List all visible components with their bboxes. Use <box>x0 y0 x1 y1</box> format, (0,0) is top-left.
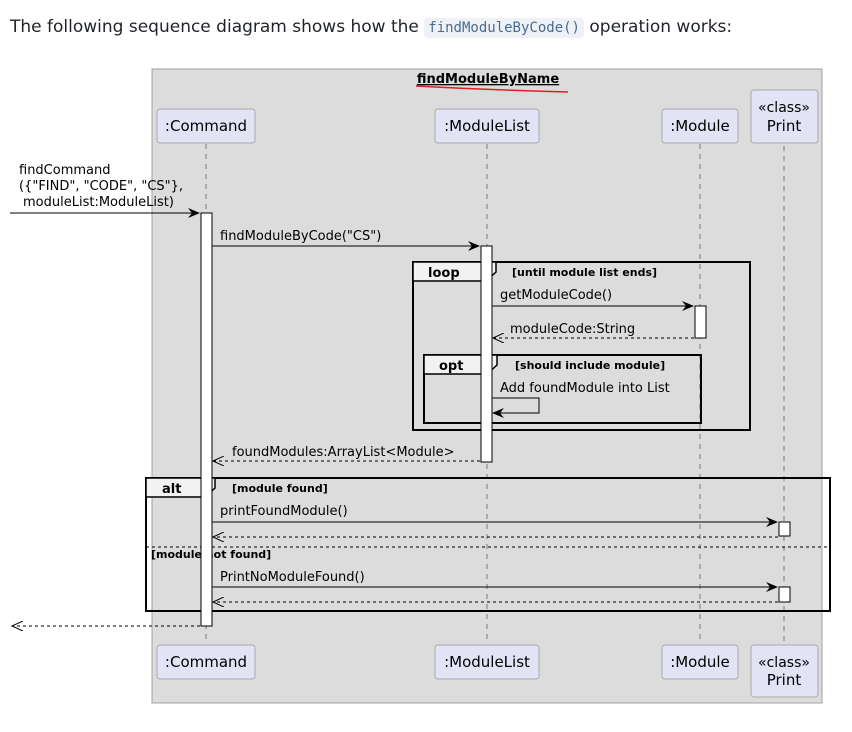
find-by-code-label: findModuleByCode("CS") <box>220 229 381 244</box>
get-module-code-label: getModuleCode() <box>500 288 612 303</box>
participant-print-bottom: «class» Print <box>750 644 819 698</box>
module-code-return-label: moduleCode:String <box>510 322 635 337</box>
participant-module-label: :Module <box>670 117 730 135</box>
print-found-module-label: printFoundModule() <box>220 504 348 519</box>
participant-print-bottom-stereotype: «class» <box>758 655 810 671</box>
participant-modulelist-bottom-label: :ModuleList <box>444 653 530 671</box>
intro-text-after: operation works: <box>583 17 733 37</box>
activation-modulelist <box>480 245 493 463</box>
message-add-found-module: Add foundModule into List <box>492 381 670 418</box>
message-incoming-findcommand: findCommand ({"FIND", "CODE", "CS"}, mod… <box>10 163 200 218</box>
participant-modulelist-bottom: :ModuleList <box>434 644 540 680</box>
participant-module-top: :Module <box>661 108 739 144</box>
opt-label: opt <box>439 359 463 374</box>
participant-print-top: «class» Print <box>750 89 819 144</box>
message-module-code-return: moduleCode:String <box>493 322 694 338</box>
participant-module-bottom: :Module <box>661 644 739 680</box>
found-modules-return-label: foundModules:ArrayList<Module> <box>232 445 454 460</box>
loop-guard: [until module list ends] <box>512 266 657 279</box>
intro-inline-code: findModuleByCode() <box>424 18 584 38</box>
intro-paragraph: The following sequence diagram shows how… <box>10 17 733 38</box>
participant-command-label: :Command <box>165 117 247 135</box>
activation-print-notfound <box>778 586 791 603</box>
opt-guard: [should include module] <box>515 359 665 372</box>
incoming-label-line1: findCommand <box>19 163 111 178</box>
alt-label: alt <box>162 482 181 497</box>
participant-command-bottom-label: :Command <box>165 653 247 671</box>
participant-module-bottom-label: :Module <box>670 653 730 671</box>
incoming-label-line2: ({"FIND", "CODE", "CS"}, <box>19 179 183 194</box>
activation-command <box>200 212 213 627</box>
participant-modulelist-top: :ModuleList <box>434 108 540 144</box>
participant-print-label: Print <box>767 117 802 135</box>
message-get-module-code: getModuleCode() <box>492 288 694 311</box>
message-print-found-module: printFoundModule() <box>212 504 778 537</box>
activation-print-found <box>778 521 791 537</box>
diagram-title: findModuleByName <box>417 72 559 87</box>
title-red-underline <box>415 85 569 93</box>
alt-guard: [module found] <box>232 482 328 495</box>
intro-text-before: The following sequence diagram shows how… <box>10 17 425 37</box>
participant-print-bottom-label: Print <box>767 671 802 689</box>
alt-fragment: alt [module found] [module not found] <box>145 477 831 612</box>
loop-fragment: loop [until module list ends] <box>412 261 751 431</box>
loop-label: loop <box>428 266 460 281</box>
participant-modulelist-label: :ModuleList <box>444 117 530 135</box>
opt-fragment: opt [should include module] <box>423 354 702 424</box>
participant-command-bottom: :Command <box>156 644 256 680</box>
message-found-modules-return: foundModules:ArrayList<Module> <box>213 445 480 461</box>
print-no-module-found-label: PrintNoModuleFound() <box>220 570 365 585</box>
participant-print-stereotype: «class» <box>758 100 810 116</box>
add-found-module-label: Add foundModule into List <box>500 381 670 396</box>
incoming-label-line3: moduleList:ModuleList) <box>23 195 174 210</box>
message-print-no-module-found: PrintNoModuleFound() <box>212 570 778 602</box>
activation-module <box>694 305 707 339</box>
participant-command-top: :Command <box>156 108 256 144</box>
message-find-by-code: findModuleByCode("CS") <box>212 229 480 251</box>
